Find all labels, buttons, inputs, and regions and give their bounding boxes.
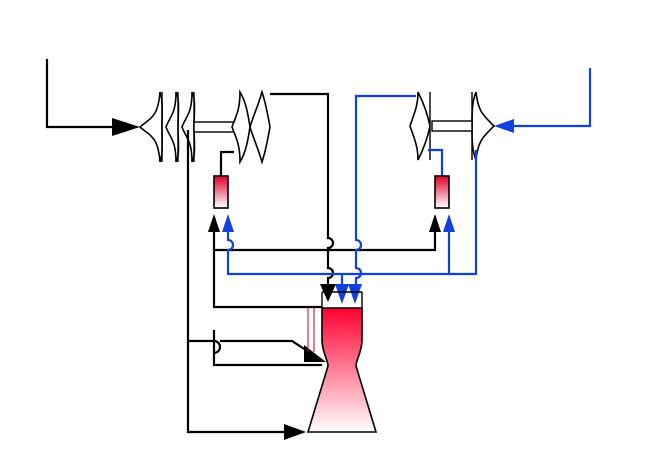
- fuel-inlet-arrow: [112, 118, 140, 136]
- oxidizer-turbine-exhaust-line: [354, 94, 416, 288]
- fuel-shaft: [193, 121, 235, 133]
- fuel-exhaust-arrow: [320, 284, 336, 302]
- oxidizer-inlet-arrow: [494, 119, 514, 133]
- main-combustion-chamber: [306, 307, 378, 433]
- fuel-system: [45, 59, 441, 440]
- thrust-chamber: [306, 291, 378, 433]
- fuel-to-fuel-preburner-line: [212, 232, 322, 309]
- ox-preburner-ox-arrow: [443, 214, 455, 232]
- fuel-inlet-line: [45, 59, 120, 129]
- fuel-preburner: [213, 175, 229, 209]
- chamber-cooling-arrow: [304, 345, 326, 362]
- fuel-preburner-fuel-arrow: [208, 214, 220, 232]
- fuel-preburner-feed-line: [219, 150, 234, 176]
- oxidizer-exhaust-arrow: [348, 284, 362, 304]
- fuel-bypass-line: [186, 130, 290, 434]
- oxidizer-system: [222, 68, 592, 304]
- nozzle-cooling-arrow: [284, 424, 306, 440]
- fuel-turbine-exhaust-line: [270, 92, 335, 288]
- oxidizer-preburner-feed-line: [428, 148, 444, 176]
- oxidizer-main-arrow: [335, 284, 349, 304]
- fuel-turbine: [231, 89, 271, 165]
- oxidizer-inlet-line: [512, 68, 592, 128]
- fuel-cross-line: [188, 339, 319, 359]
- oxidizer-turbine: [409, 91, 431, 161]
- fuel-manifold-line: [214, 232, 437, 252]
- fuel-pump: [138, 91, 196, 163]
- oxidizer-pump: [471, 91, 496, 161]
- oxidizer-shaft: [431, 120, 473, 132]
- oxidizer-preburner: [434, 175, 450, 209]
- ox-to-fuel-preburner-line: [226, 150, 478, 276]
- ox-preburner-fuel-arrow: [429, 214, 441, 232]
- fuel-preburner-ox-arrow: [222, 214, 234, 232]
